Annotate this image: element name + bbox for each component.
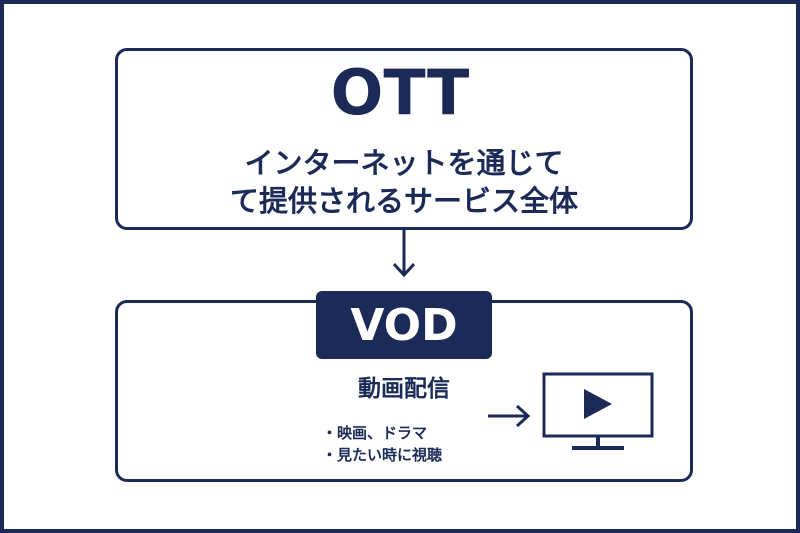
down-arrow-icon [392, 230, 416, 278]
vod-bullet-list: ・映画、ドラマ ・見たい時に視聴 [322, 422, 502, 466]
tv-play-icon [542, 372, 654, 450]
right-arrow-icon [488, 404, 531, 428]
ott-title: OTT [330, 56, 470, 129]
vod-badge: VOD [316, 291, 492, 359]
bullet-item-movies: ・映画、ドラマ [322, 424, 428, 442]
vod-subtitle: 動画配信 [358, 376, 450, 402]
bullet-item-on-demand: ・見たい時に視聴 [322, 446, 443, 464]
ott-description-line-1: インターネットを通じて [244, 146, 564, 180]
ott-description-line-2: て提供されるサービス全体 [229, 184, 578, 218]
ott-description: インターネットを通じて て提供されるサービス全体 [115, 144, 693, 220]
ott-box [115, 48, 693, 230]
